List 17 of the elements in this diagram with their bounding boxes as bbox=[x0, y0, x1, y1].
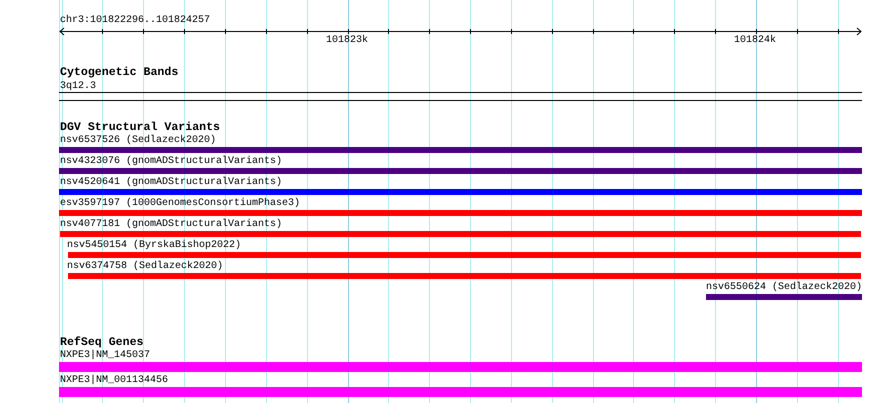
location-label: chr3:101822296..101824257 bbox=[60, 15, 210, 26]
tick-label: 101824k bbox=[734, 35, 776, 46]
variant-label: nsv6537526 (Sedlazeck2020) bbox=[60, 134, 216, 146]
variant-label: nsv4077181 (gnomADStructuralVariants) bbox=[60, 218, 282, 230]
band-label: 3q12.3 bbox=[60, 80, 96, 92]
variant-label: nsv6550624 (Sedlazeck2020) bbox=[706, 282, 862, 292]
variant-label: nsv5450154 (ByrskaBishop2022) bbox=[67, 240, 242, 250]
variant-label: nsv4323076 (gnomADStructuralVariants) bbox=[60, 156, 282, 166]
track-title: Cytogenetic Bands bbox=[60, 67, 178, 79]
track-title: DGV Structural Variants bbox=[60, 122, 220, 134]
variant-label: nsv6374758 (Sedlazeck2020) bbox=[67, 260, 224, 272]
variant-label: esv3597197 (1000GenomesConsortiumPhase3) bbox=[60, 198, 300, 208]
tick-label: 101823k bbox=[326, 35, 368, 46]
track-title: RefSeq Genes bbox=[60, 337, 144, 349]
variant-label: nsv4520641 (gnomADStructuralVariants) bbox=[60, 176, 282, 188]
gene-label: NXPE3|NM_001134456 bbox=[60, 374, 168, 386]
gene-label: NXPE3|NM_145037 bbox=[60, 350, 150, 360]
